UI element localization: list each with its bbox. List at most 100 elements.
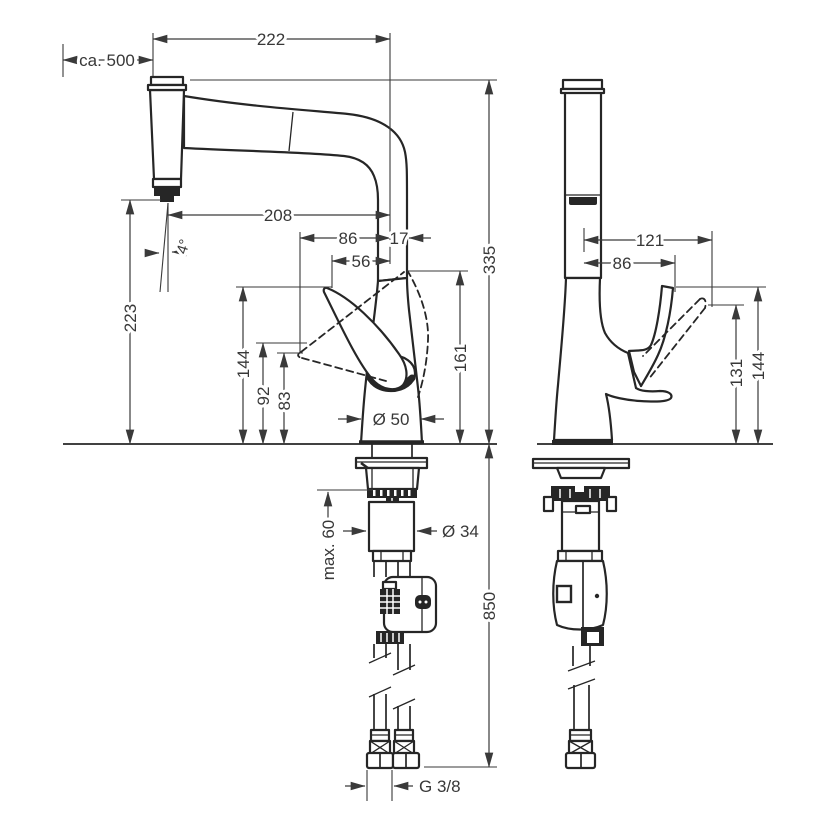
hose-nut-upper [376, 631, 404, 644]
dim-front-handle-raised-height: 144 [746, 286, 771, 445]
side-view-undercounter [354, 444, 438, 770]
dim-label-body-top-height: 161 [451, 344, 470, 372]
front-handle-dashed-top [642, 298, 701, 357]
front-flange-block [555, 466, 607, 480]
spray-head-lower-band [151, 177, 183, 189]
dimensions-front-view: 121 86 131 144 [583, 228, 771, 445]
dim-body-top-height: 161 [448, 270, 473, 445]
dim-label-max-counter-thickness: max. 60 [319, 520, 338, 580]
dim-label-hose-drop-length: 850 [480, 592, 499, 620]
aerator-nozzle [160, 196, 174, 202]
hose-coupling-grid-lines [380, 589, 400, 614]
dim-front-handle-reach: 86 [583, 251, 676, 276]
dim-overall-width: 222 [152, 27, 391, 52]
aerator-band [154, 187, 180, 196]
front-barrel-port [555, 584, 573, 604]
dim-spout-outlet-height: 223 [118, 199, 143, 445]
dim-label-handle-lowered-height: 83 [275, 392, 294, 411]
dim-spout-reach: 208 [167, 203, 391, 228]
front-barrel-dot [594, 593, 600, 599]
front-hose-connector [564, 728, 597, 770]
front-hose-upper [572, 646, 591, 666]
mounting-block [364, 466, 421, 491]
dim-label-total-height: 335 [480, 246, 499, 274]
dim-shank-diameter: Ø 34 [343, 519, 482, 544]
dim-handle-raised-height: 144 [231, 286, 256, 445]
dim-hose-drop-length: 850 [477, 443, 502, 768]
dim-spray-angle: 4° [144, 202, 197, 293]
front-hose-lower [573, 685, 590, 730]
dim-label-front-handle-raised-height: 144 [749, 352, 768, 380]
hose-2-lower [397, 706, 411, 730]
base-neck [371, 444, 413, 458]
dim-handle-swivel-reach: 121 [583, 228, 713, 253]
front-outlet-window [587, 632, 599, 643]
dim-base-diameter: Ø 50 [338, 407, 444, 432]
handle-lever-lowered-dashed-bottom [301, 357, 387, 382]
front-gasket-notch [575, 486, 584, 492]
spray-head-cap-lip [146, 83, 188, 92]
front-view-faucet [552, 78, 707, 445]
diverter-port-dot-2 [424, 600, 428, 604]
dim-label-overall-width: 222 [257, 30, 285, 49]
dim-front-handle-lowered-height: 131 [724, 304, 749, 445]
ext-thread-nut [366, 770, 393, 801]
front-base-line [552, 440, 613, 445]
dim-handle-lowered-height: 83 [272, 352, 297, 445]
hose-2-upper [397, 644, 411, 670]
dim-label-handle-tip-offset: 56 [352, 252, 371, 271]
dim-label-handle-swivel-reach: 121 [636, 231, 664, 250]
front-handle-dashed-tip [699, 297, 707, 309]
dim-label-axis-offset: 17 [390, 229, 409, 248]
front-collar-lines [565, 551, 593, 561]
dim-label-handle-pivot-height: 92 [254, 387, 273, 406]
front-shank-tab [574, 504, 592, 515]
dim-label-handle-reach: 86 [339, 229, 358, 248]
hose-guide-tab [381, 580, 398, 591]
handle-lever-lowered-dashed-top [300, 271, 405, 353]
diverter-port [415, 595, 431, 609]
dim-max-counter-thickness: max. 60 [316, 491, 341, 583]
side-view-faucet [146, 75, 429, 445]
dim-label-handle-raised-height: 144 [234, 350, 253, 378]
dim-pullout-hose: ca. 500 [62, 48, 154, 73]
handle-lever-raised [322, 286, 408, 391]
front-collar [556, 549, 604, 563]
dim-label-front-handle-lowered-height: 131 [727, 359, 746, 387]
dim-total-height: 335 [477, 79, 502, 445]
hose-tubes-upper [373, 561, 411, 577]
dim-axis-offset: 17 [387, 226, 431, 251]
dim-label-spout-outlet-height: 223 [121, 304, 140, 332]
spout-column-cap-lip [559, 87, 606, 95]
spray-direction-line [159, 202, 169, 293]
spray-head-body [148, 88, 186, 181]
front-view-undercounter [531, 457, 631, 770]
dim-label-shank-diameter: Ø 34 [442, 522, 479, 541]
spout-arm-seam [288, 111, 294, 152]
dim-connection-thread: G 3/8 [345, 774, 464, 799]
spray-head-cap [149, 75, 185, 87]
front-hose-break-marks [567, 660, 596, 690]
dim-handle-reach: 86 [299, 226, 391, 251]
hose-1-connector [365, 728, 395, 770]
front-clip-right [605, 495, 618, 513]
hose-1-break-marks [368, 652, 392, 698]
front-handle-dashed-bottom [647, 307, 706, 381]
thread-band [367, 488, 417, 498]
mounting-block-lines [371, 468, 414, 489]
front-handle-raised [627, 284, 675, 388]
shank-tube [367, 500, 416, 553]
front-body [552, 276, 673, 442]
dim-label-pullout-hose: ca. 500 [79, 51, 135, 70]
front-gasket-band [551, 486, 610, 501]
dim-label-spout-reach: 208 [264, 206, 292, 225]
spout-outlet-band [569, 197, 597, 205]
front-clip-left [542, 495, 555, 513]
shank-collar [371, 549, 413, 563]
spout-column [563, 90, 603, 280]
dim-label-connection-thread: G 3/8 [419, 777, 461, 796]
hose-1-lower [373, 694, 387, 730]
hose-2-connector [391, 728, 421, 770]
